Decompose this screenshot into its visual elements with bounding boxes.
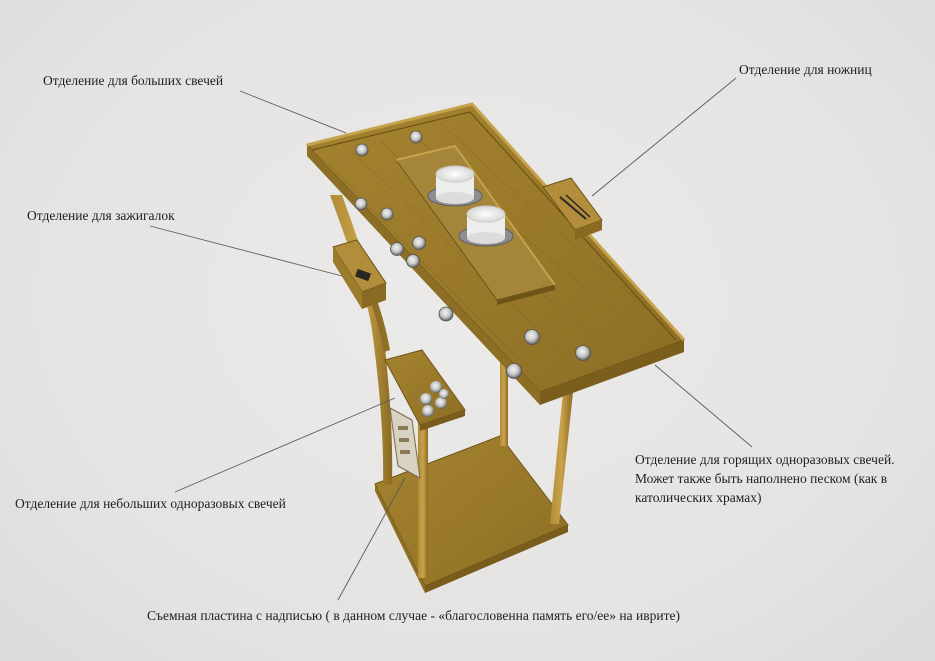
label-burning-candles-line-2: Может также быть наполнено песком (как в — [635, 471, 888, 486]
leader-small-candles — [174, 397, 396, 493]
label-small-candles-compartment: Отделение для небольших одноразовых свеч… — [15, 496, 286, 511]
lighter-compartment — [332, 239, 387, 309]
label-burning-candles-line-1: Отделение для горящих одноразовых свечей… — [635, 452, 895, 467]
leader-lines — [149, 77, 753, 601]
removable-inscription-plate — [389, 407, 421, 479]
leader-burning-candles — [654, 364, 753, 448]
label-burning-candles-compartment: Отделение для горящих одноразовых свечей… — [635, 450, 895, 507]
label-lighters-compartment: Отделение для зажигалок — [27, 208, 175, 223]
scissors-compartment — [542, 177, 603, 240]
leader-large-candles — [239, 90, 347, 134]
leader-lighters — [149, 225, 343, 277]
label-large-candles-compartment: Отделение для больших свечей — [43, 73, 224, 88]
large-candle-2 — [458, 205, 514, 247]
large-candle-1 — [427, 165, 483, 207]
label-removable-plate: Съемная пластина с надписью ( в данном с… — [147, 608, 680, 623]
leader-plate — [337, 477, 406, 601]
small-candles-shelf — [384, 349, 466, 431]
label-burning-candles-line-3: католических храмах) — [635, 490, 762, 505]
label-scissors-compartment: Отделение для ножниц — [739, 62, 872, 77]
tealight-candles — [354, 130, 591, 379]
leader-scissors — [591, 77, 737, 197]
small-candle-stack — [420, 381, 449, 417]
